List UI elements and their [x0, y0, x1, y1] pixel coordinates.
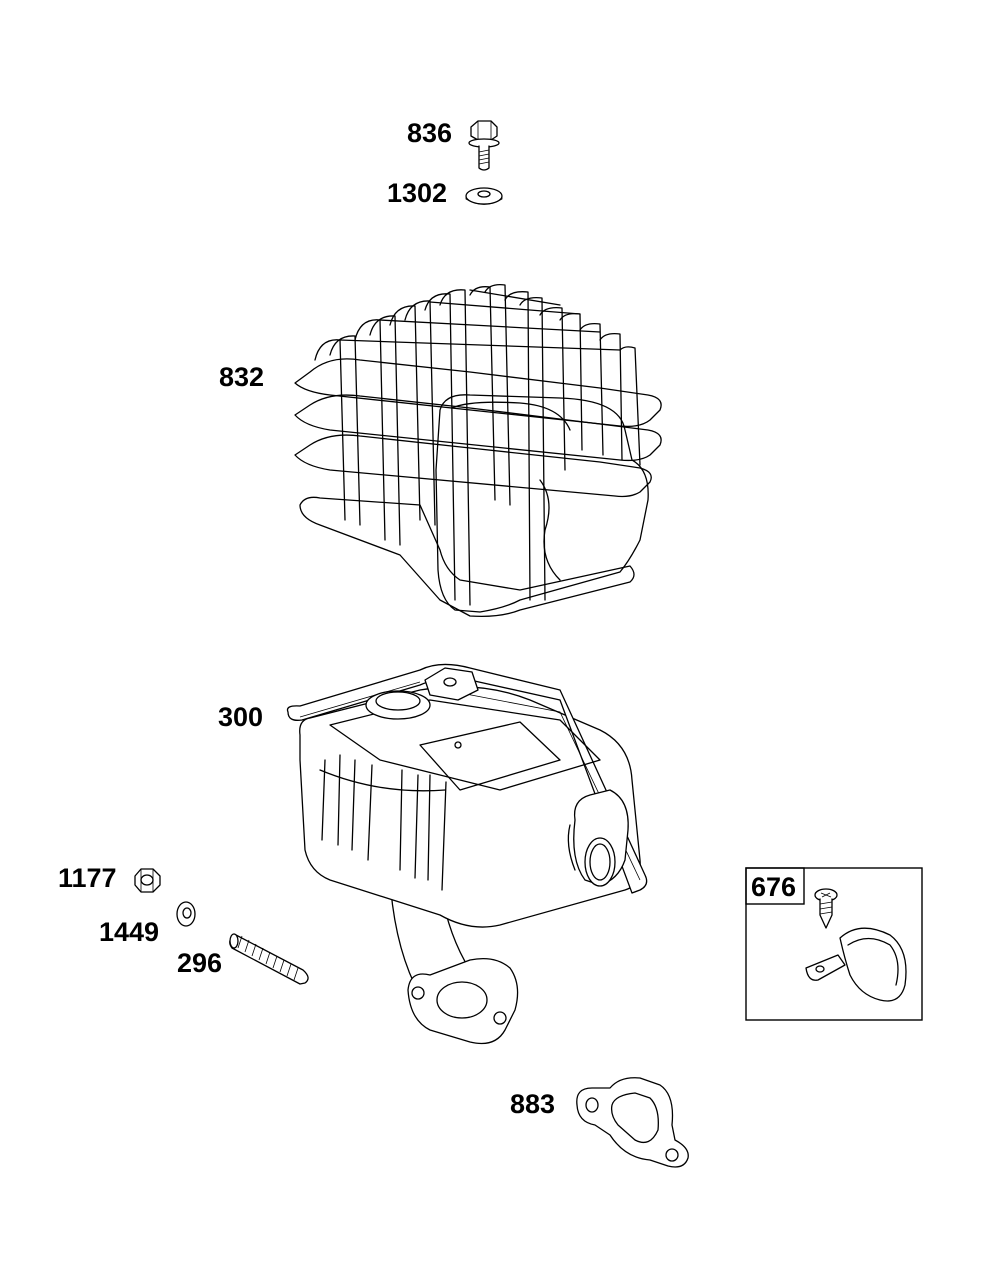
label-676: 676	[751, 872, 796, 902]
label-883: 883	[510, 1089, 555, 1119]
part-1177-nut	[134, 868, 161, 893]
part-1449-washer	[176, 901, 196, 927]
label-836: 836	[407, 118, 452, 148]
label-296: 296	[177, 948, 222, 978]
kit-676-label-box	[745, 867, 805, 905]
label-1177: 1177	[58, 863, 117, 893]
part-1302-washer	[465, 187, 503, 205]
part-883-gasket	[576, 1077, 689, 1168]
label-1449: 1449	[99, 917, 159, 947]
part-676-kit	[745, 867, 923, 1021]
label-300: 300	[218, 702, 263, 732]
kit-676-frame	[745, 867, 923, 1021]
part-296-stud	[229, 933, 309, 985]
part-836-bolt	[468, 120, 500, 171]
part-832-muffler-guard	[294, 284, 662, 618]
part-300-muffler	[286, 663, 648, 1045]
label-832: 832	[219, 362, 264, 392]
label-1302: 1302	[387, 178, 447, 208]
